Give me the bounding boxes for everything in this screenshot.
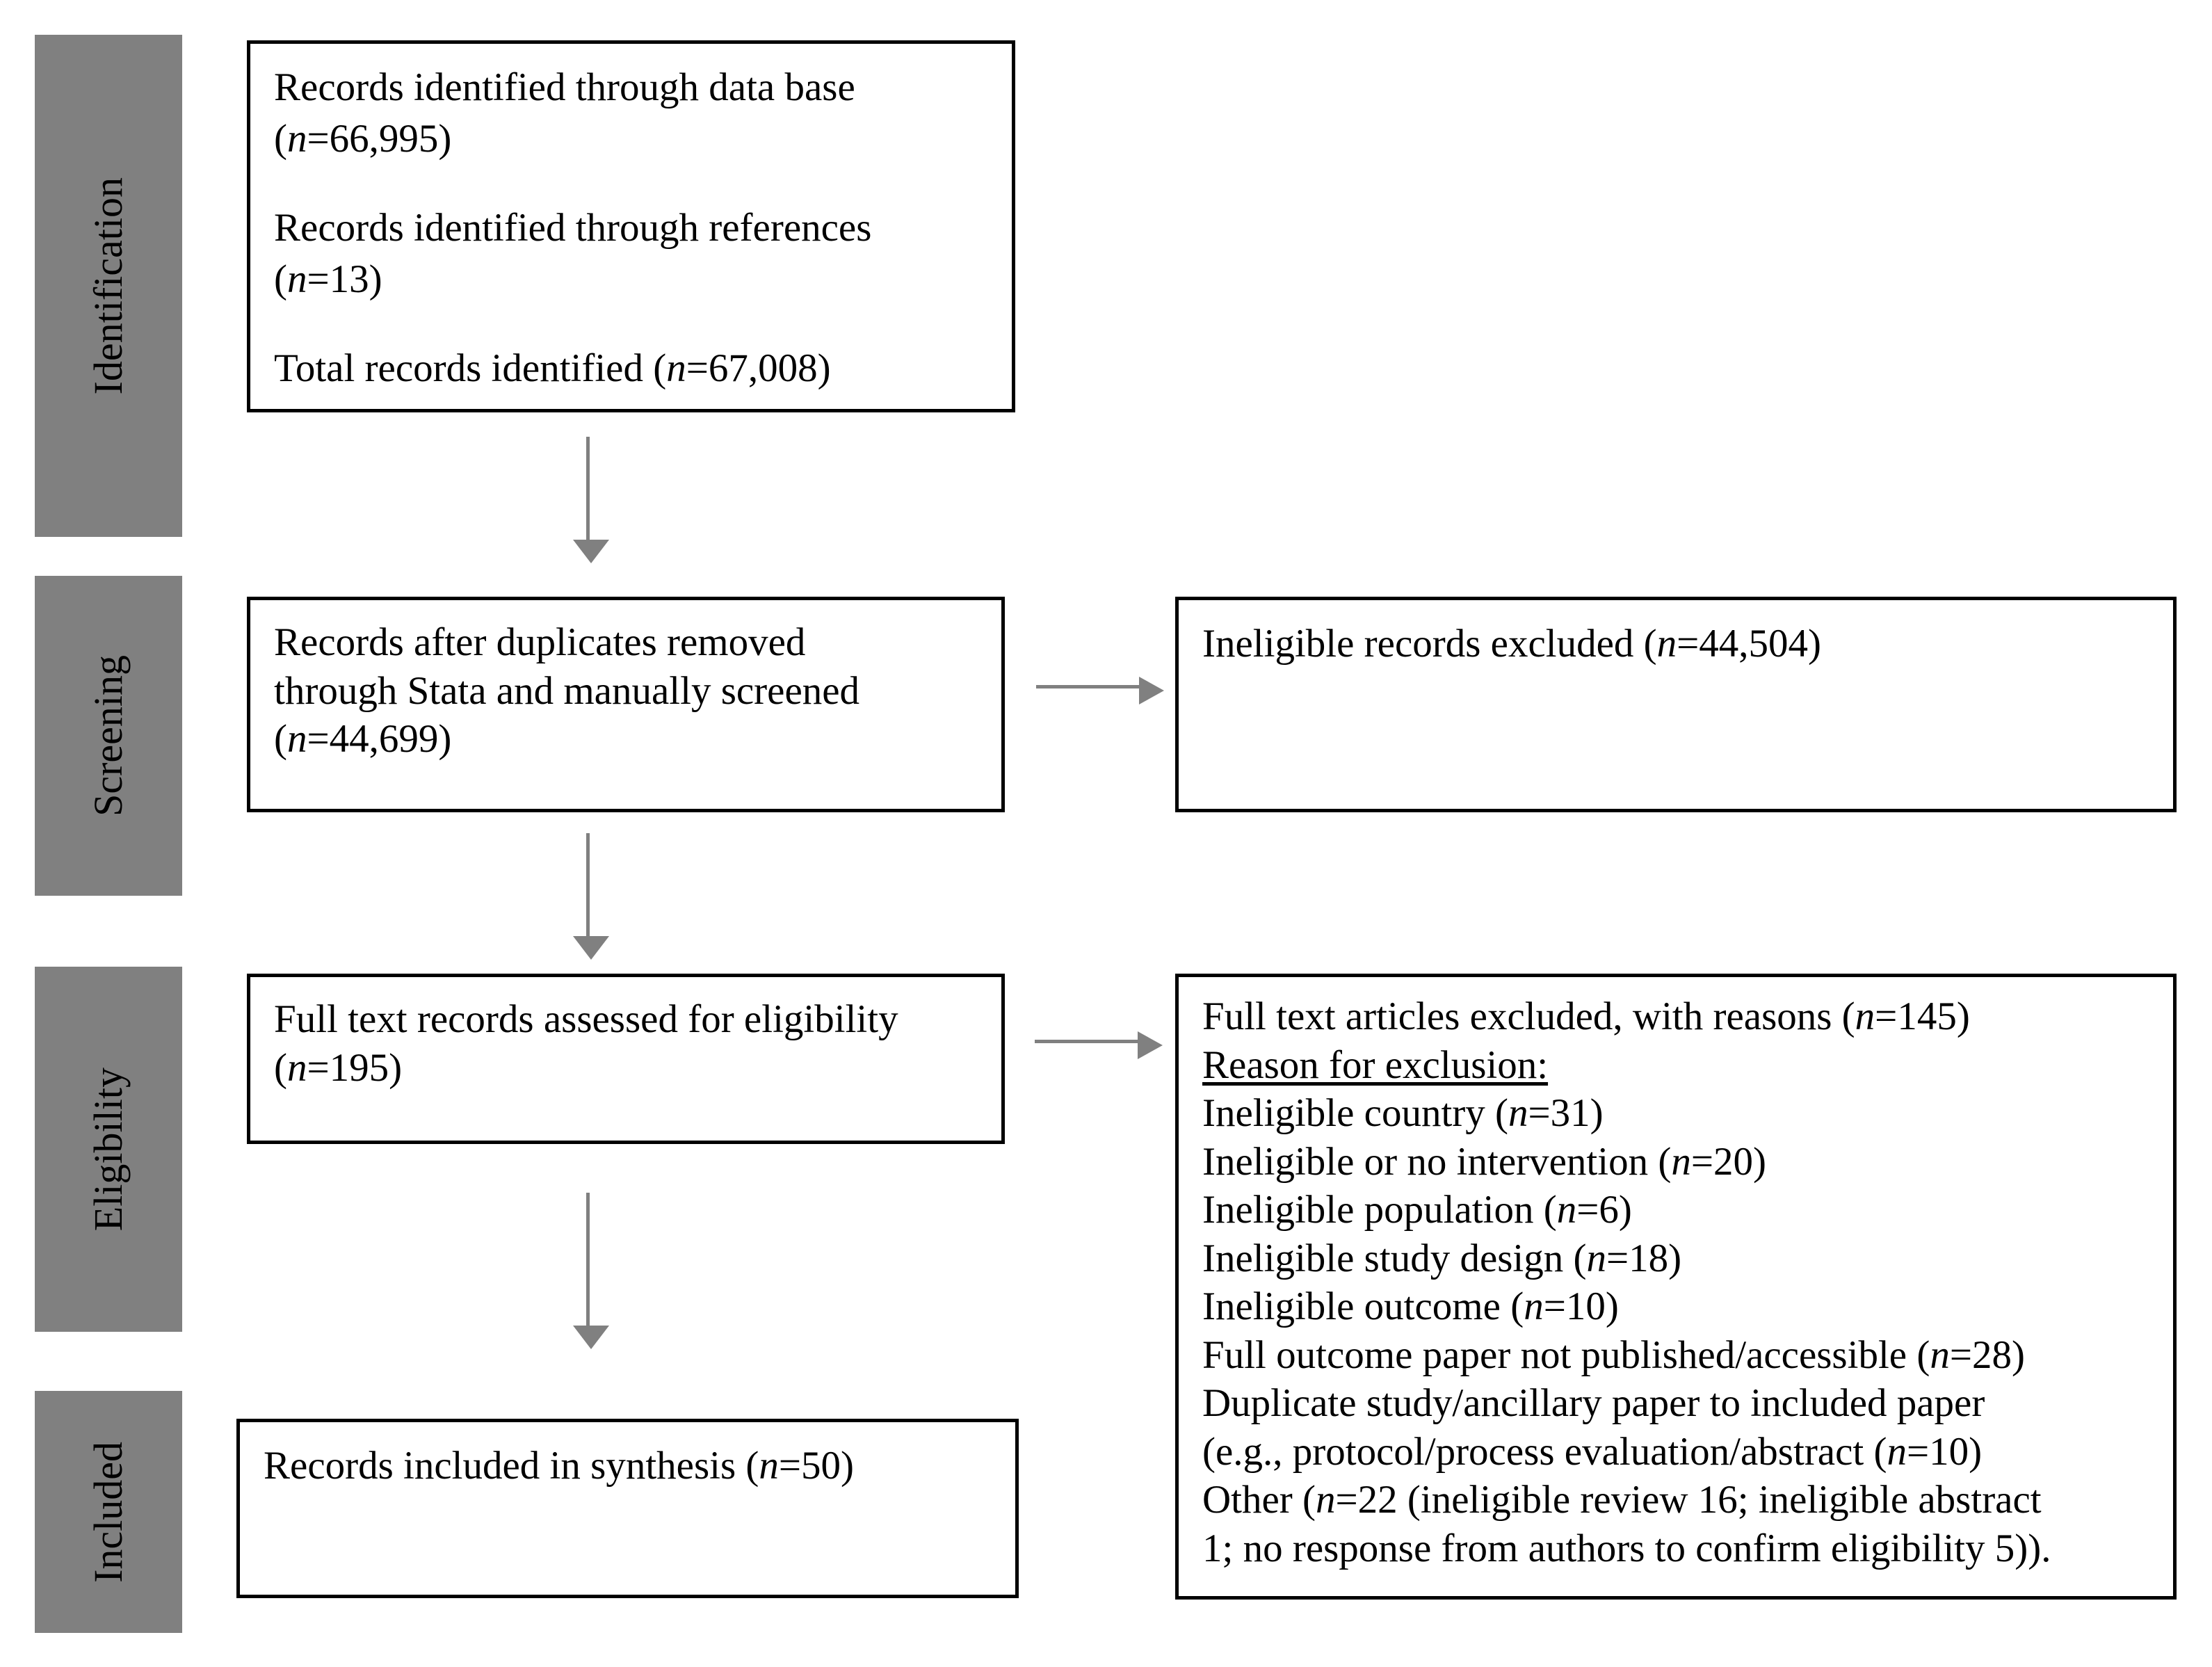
included-text: Records included in synthesis (n=50) — [264, 1444, 855, 1488]
stage-bar-identification: Identification — [35, 35, 182, 537]
eligibility-excluded-reason: (e.g., protocol/process evaluation/abstr… — [1202, 1429, 1983, 1474]
arrow-identification-to-screening — [573, 437, 609, 563]
arrow-eligibility-to-excluded — [1035, 1031, 1163, 1059]
eligibility-excluded-reason: Ineligible outcome (n=10) — [1202, 1285, 1619, 1329]
eligibility-excluded-reason: Ineligible population (n=6) — [1202, 1188, 1632, 1232]
eligibility-excluded-subheading: Reason for exclusion: — [1202, 1042, 1549, 1087]
screening-text: Records after duplicates removed through… — [274, 620, 860, 762]
identification-line-3: Total records identified (n=67,008) — [274, 346, 831, 391]
stage-bar-eligibility: Eligibility — [35, 967, 182, 1332]
box-eligibility-excluded: Full text articles excluded, with reason… — [1175, 974, 2177, 1600]
eligibility-excluded-reason: Ineligible or no intervention (n=20) — [1202, 1139, 1766, 1184]
eligibility-excluded-reason: Ineligible study design (n=18) — [1202, 1236, 1682, 1280]
stage-label-identification: Identification — [86, 177, 131, 395]
box-included: Records included in synthesis (n=50) — [236, 1419, 1019, 1598]
stage-bar-included: Included — [35, 1391, 182, 1633]
box-screening: Records after duplicates removed through… — [247, 597, 1005, 812]
eligibility-excluded-heading: Full text articles excluded, with reason… — [1202, 994, 1970, 1038]
eligibility-excluded-reason: Other (n=22 (ineligible review 16; ineli… — [1202, 1478, 2042, 1522]
stage-bar-screening: Screening — [35, 576, 182, 896]
eligibility-excluded-reason: 1; no response from authors to confirm e… — [1202, 1526, 2051, 1570]
eligibility-text: Full text records assessed for eligibili… — [274, 997, 898, 1090]
screening-excluded-text: Ineligible records excluded (n=44,504) — [1202, 622, 1822, 666]
identification-line-1: Records identified through data base (n=… — [274, 65, 855, 161]
eligibility-excluded-reason: Duplicate study/ancillary paper to inclu… — [1202, 1381, 1985, 1426]
arrow-eligibility-to-included — [573, 1193, 609, 1349]
box-eligibility: Full text records assessed for eligibili… — [247, 974, 1005, 1144]
arrow-screening-to-excluded — [1036, 677, 1164, 704]
box-screening-excluded: Ineligible records excluded (n=44,504) — [1175, 597, 2177, 812]
identification-line-2: Records identified through references (n… — [274, 206, 872, 302]
eligibility-excluded-reason: Full outcome paper not published/accessi… — [1202, 1332, 2025, 1377]
box-identification: Records identified through data base (n=… — [247, 40, 1015, 412]
stage-label-included: Included — [86, 1441, 131, 1583]
stage-label-eligibility: Eligibility — [86, 1067, 131, 1232]
stage-label-screening: Screening — [86, 655, 131, 816]
eligibility-excluded-reason: Ineligible country (n=31) — [1202, 1091, 1604, 1136]
arrow-screening-to-eligibility — [573, 833, 609, 960]
